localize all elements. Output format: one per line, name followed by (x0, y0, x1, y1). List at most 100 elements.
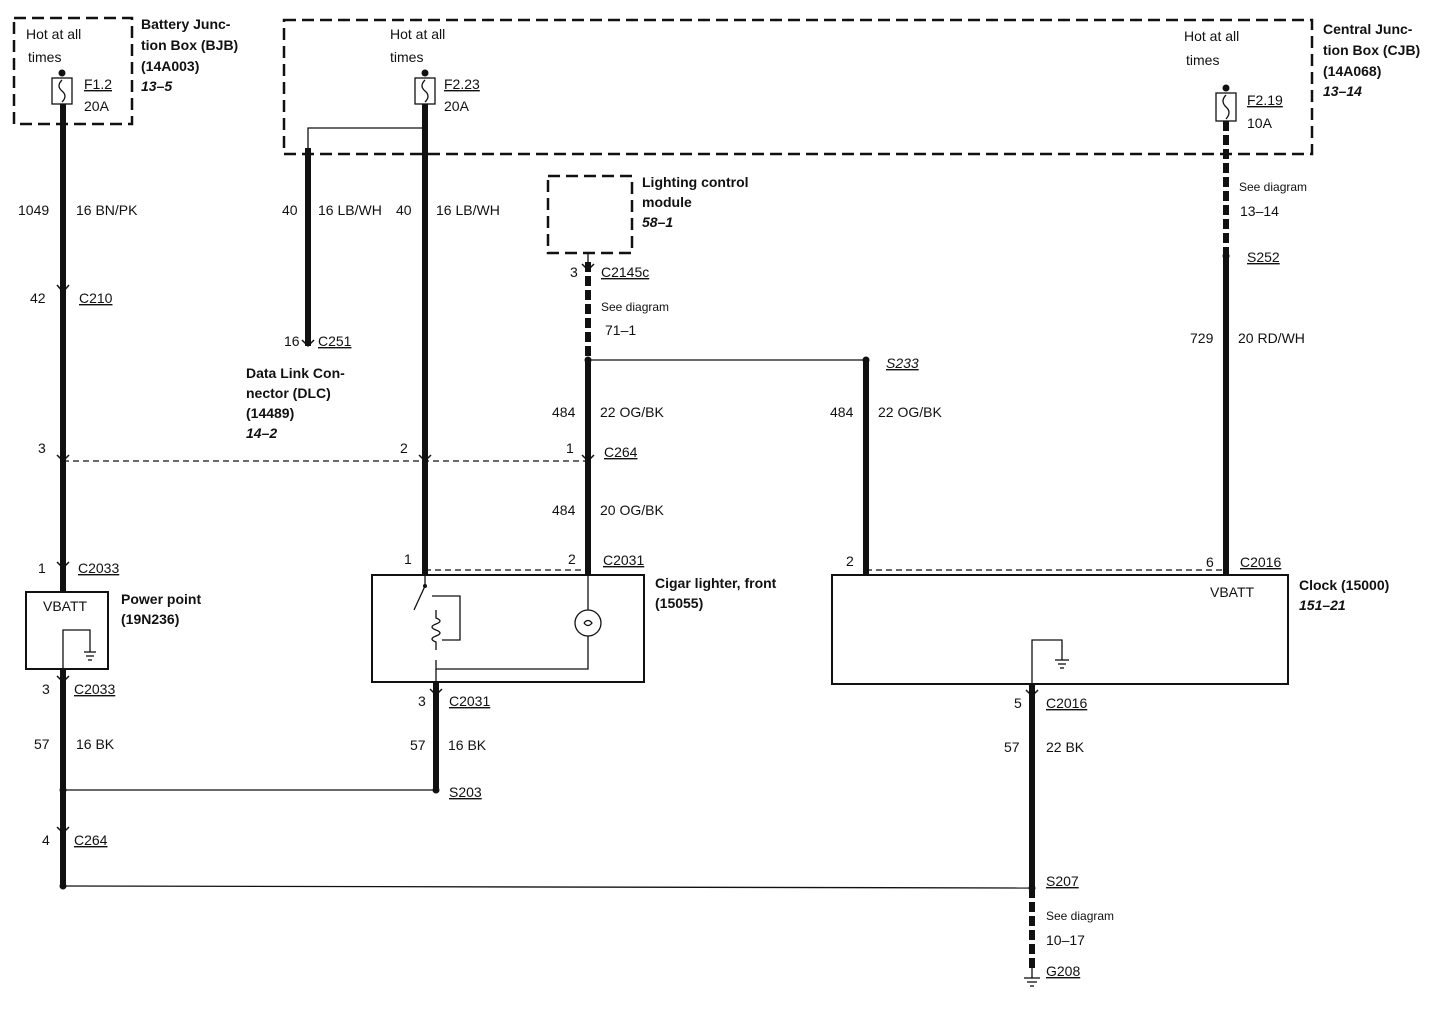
wire-40a-spec: 16 LB/WH (318, 202, 382, 218)
power-point-ground-icon (62, 629, 96, 669)
lcm-see-diagram: See diagram (601, 300, 669, 314)
lcm-see-ref: 71–1 (605, 322, 636, 338)
cjb-title-1: Central Junc- (1323, 21, 1413, 37)
wire-40a-circuit: 40 (282, 202, 298, 218)
fuse-f2-23-amps: 20A (444, 98, 470, 114)
ground-g208: G208 (1046, 963, 1080, 979)
lcm-title-1: Lighting control (642, 174, 749, 190)
c2031-label-top: C2031 (603, 552, 644, 568)
cigar-lighter-switch-icon (413, 575, 602, 683)
fuse-f2-19-amps: 10A (1247, 115, 1273, 131)
wire-57c-circuit: 57 (1004, 739, 1020, 755)
bjb-hot-label-2: times (28, 49, 61, 65)
c2033-pin-1: 1 (38, 560, 46, 576)
cigar-lighter-box (371, 574, 645, 683)
c264-pin-4: 4 (42, 832, 50, 848)
c2016-pin-6: 6 (1206, 554, 1214, 570)
dlc-ref: 14–2 (246, 425, 277, 441)
cjb-hot-label-2: times (1186, 52, 1219, 68)
wire-1049-spec: 16 BN/PK (76, 202, 138, 218)
bjb-box (12, 16, 134, 126)
wire-40-branch (307, 104, 426, 148)
bjb-part: (14A003) (141, 58, 199, 74)
c264-pin-1: 1 (566, 440, 574, 456)
c264-pin-2: 2 (400, 440, 408, 456)
fuse-f1-2 (51, 69, 73, 105)
dlc-title-1: Data Link Con- (246, 365, 345, 381)
lcm-ref: 58–1 (642, 214, 673, 230)
dlc-part: (14489) (246, 405, 294, 421)
wire-484b-spec: 20 OG/BK (600, 502, 664, 518)
clock-ground-icon (1031, 639, 1069, 684)
clock-ref: 151–21 (1299, 597, 1346, 613)
cjb-see-diagram: See diagram (1239, 180, 1307, 194)
c2016-label-top: C2016 (1240, 554, 1281, 570)
wire-57b-spec: 16 BK (448, 737, 487, 753)
c264-label: C264 (604, 444, 638, 460)
c2016-pin-2: 2 (846, 553, 854, 569)
cigar-lighter-part: (15055) (655, 595, 703, 611)
connector-marks (56, 263, 1039, 835)
clock-box (831, 574, 1289, 685)
cigar-lighter-title: Cigar lighter, front (655, 575, 777, 591)
ground-see-diagram: See diagram (1046, 909, 1114, 923)
power-point-vbatt: VBATT (43, 598, 88, 614)
fuse-f2-19 (1215, 84, 1237, 122)
c264-pin-3: 3 (38, 440, 46, 456)
wire-484a-spec: 22 OG/BK (600, 404, 664, 420)
clock-title: Clock (15000) (1299, 577, 1389, 593)
cjb-see-ref: 13–14 (1240, 203, 1279, 219)
cjb-title-2: tion Box (CJB) (1323, 42, 1420, 58)
fuse-f1-2-amps: 20A (84, 98, 110, 114)
cjb-mid-hot-label-2: times (390, 49, 423, 65)
c210-pin: 42 (30, 290, 46, 306)
wire-40b-circuit: 40 (396, 202, 412, 218)
lcm-pin: 3 (570, 264, 578, 280)
lighting-module-box (546, 174, 634, 255)
bjb-ref: 13–5 (141, 78, 172, 94)
bjb-hot-label: Hot at all (26, 26, 81, 42)
lcm-title-2: module (642, 194, 692, 210)
power-point-title: Power point (121, 591, 201, 607)
splice-s233: S233 (886, 355, 919, 371)
fuse-f1-2-label: F1.2 (84, 76, 112, 92)
c2033-pin-3: 3 (42, 681, 50, 697)
wire-s207-link (62, 885, 1033, 889)
dlc-connector: C251 (318, 333, 352, 349)
wire-57b-circuit: 57 (410, 737, 426, 753)
lcm-connector: C2145c (601, 264, 649, 280)
cjb-box (282, 18, 1314, 156)
wire-57a-circuit: 57 (34, 736, 50, 752)
c2033-label-top: C2033 (78, 560, 119, 576)
fuse-f2-19-label: F2.19 (1247, 92, 1283, 108)
splice-s203: S203 (449, 784, 482, 800)
c2031-pin-3: 3 (418, 693, 426, 709)
c2033-label-bottom: C2033 (74, 681, 115, 697)
wire-729-circuit: 729 (1190, 330, 1214, 346)
c2031-pin-1: 1 (404, 551, 412, 567)
c2031-pin-2: 2 (568, 551, 576, 567)
cjb-ref: 13–14 (1323, 83, 1362, 99)
wire-484a-circuit: 484 (552, 404, 576, 420)
wire-484c-circuit: 484 (830, 404, 854, 420)
cjb-part: (14A068) (1323, 63, 1381, 79)
wire-729-spec: 20 RD/WH (1238, 330, 1305, 346)
bjb-title-1: Battery Junc- (141, 16, 231, 32)
clock-vbatt: VBATT (1210, 584, 1255, 600)
wire-484b-circuit: 484 (552, 502, 576, 518)
dlc-title-2: nector (DLC) (246, 385, 331, 401)
cjb-hot-label: Hot at all (1184, 28, 1239, 44)
c2031-label-bottom: C2031 (449, 693, 490, 709)
bjb-title-2: tion Box (BJB) (141, 37, 238, 53)
c2016-pin-5: 5 (1014, 695, 1022, 711)
fuse-f2-23-label: F2.23 (444, 76, 480, 92)
power-point-part: (19N236) (121, 611, 179, 627)
ground-see-ref: 10–17 (1046, 932, 1085, 948)
fuse-f2-23 (414, 69, 436, 105)
wire-484c-spec: 22 OG/BK (878, 404, 942, 420)
ground-symbol-g208 (1024, 968, 1040, 987)
splice-s252: S252 (1247, 249, 1280, 265)
wire-57a-spec: 16 BK (76, 736, 115, 752)
wire-1049-circuit: 1049 (18, 202, 49, 218)
